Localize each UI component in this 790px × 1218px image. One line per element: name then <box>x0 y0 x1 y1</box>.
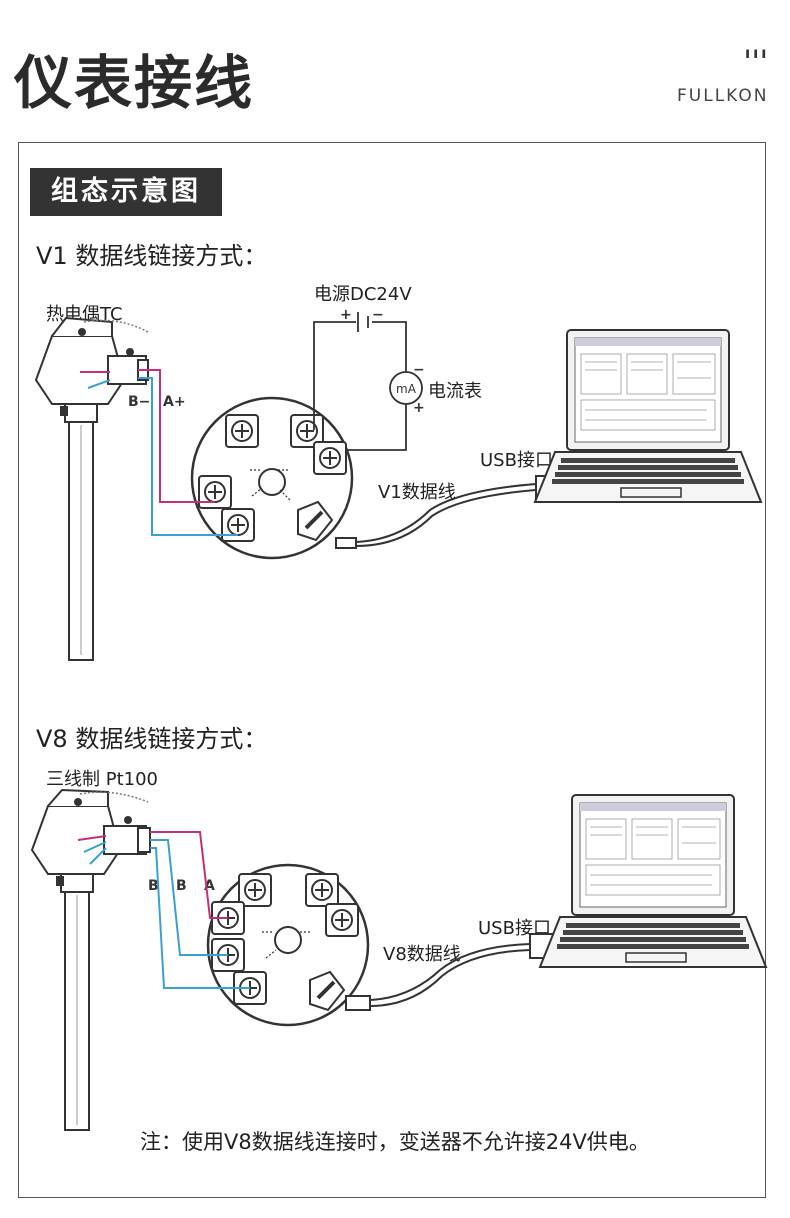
v1-terminal-b: B− <box>128 394 151 410</box>
v8-wire-a: A <box>204 878 215 894</box>
v8-wire-b2: B <box>176 878 187 894</box>
v1-power-plus: + <box>340 307 352 323</box>
v1-usb-cable <box>335 475 563 549</box>
v1-transmitter <box>190 396 354 560</box>
section-title: 组态示意图 <box>30 168 222 216</box>
v8-heading: V8 数据线链接方式： <box>36 725 268 753</box>
v8-transmitter <box>206 863 370 1027</box>
brand-mark: ııı <box>745 44 770 62</box>
diagram-frame <box>18 142 766 1198</box>
v8-laptop <box>539 794 767 968</box>
v1-laptop <box>534 329 762 503</box>
v1-power-circuit <box>313 312 423 451</box>
brand-name: FULLKON <box>677 86 769 106</box>
v8-wire-b1: B <box>148 878 159 894</box>
v1-power-minus: − <box>372 307 384 323</box>
v1-thermocouple <box>34 316 149 661</box>
v8-rtd-sensor <box>30 788 151 1131</box>
v8-wires <box>77 831 250 989</box>
v8-sensor-label: 三线制 Pt100 <box>46 769 158 790</box>
v1-meter-label: 电流表 <box>428 381 482 402</box>
v1-power-label: 电源DC24V <box>314 284 412 305</box>
v1-terminal-a: A+ <box>163 394 186 410</box>
v1-meter-plus: + <box>413 400 425 416</box>
v1-meter-minus: − <box>413 362 425 378</box>
v8-usb-cable <box>345 933 555 1011</box>
v1-heading: V1 数据线链接方式： <box>36 242 268 270</box>
v1-cable-label: V1数据线 <box>378 482 456 503</box>
v8-cable-label: V8数据线 <box>383 944 461 965</box>
note-text: 注：使用V8数据线连接时，变送器不允许接24V供电。 <box>140 1130 650 1154</box>
page-title: 仪表接线 <box>14 49 255 117</box>
v1-meter-symbol: mA <box>396 382 417 396</box>
v1-usb-label: USB接口 <box>480 450 553 471</box>
v1-wires <box>80 369 238 536</box>
